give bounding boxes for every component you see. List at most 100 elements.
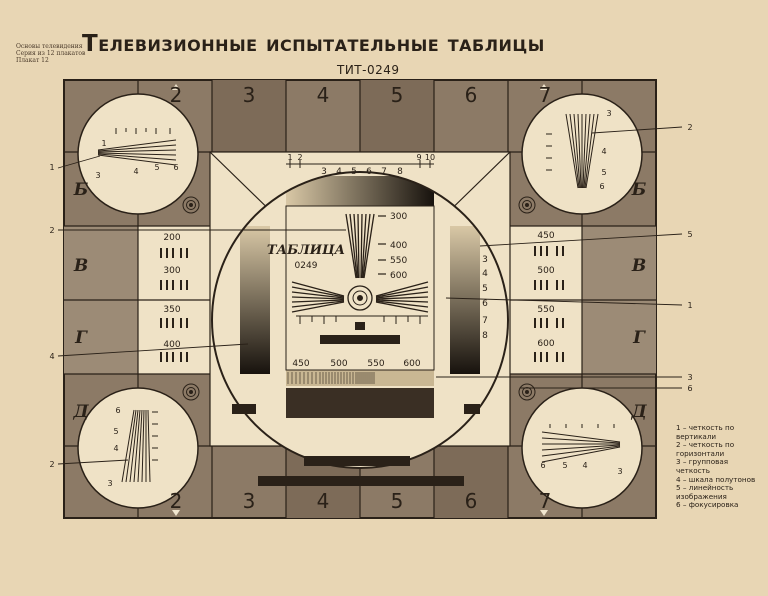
corner-wedge-bl [121, 409, 158, 483]
legend-item: 1 – четкость по вертикали [676, 423, 735, 441]
greyscale-number: 4 [336, 167, 342, 177]
vertical-scale-value: 600 [390, 271, 407, 281]
circle-number: 6 [540, 461, 545, 470]
side-number: 8 [482, 331, 488, 341]
series-line: Серия из 12 плакатов [16, 50, 86, 57]
circle-number: 5 [113, 427, 118, 436]
callout-number: 2 [49, 460, 54, 469]
circle-number: 4 [601, 147, 606, 156]
grid-number: 6 [465, 83, 478, 107]
vertical-wedge [345, 213, 375, 279]
side-number: 3 [482, 255, 488, 265]
callout-number: 5 [687, 230, 692, 239]
circle-number: 4 [582, 461, 587, 470]
circle-number: 3 [95, 171, 100, 180]
series-line: Плакат 12 [16, 57, 49, 64]
ruler-number: 9 [416, 153, 421, 162]
circle-number: 4 [113, 444, 118, 453]
horizontal-wedges [291, 281, 429, 313]
row-letter: В [631, 256, 646, 276]
grid-number: 5 [391, 489, 404, 513]
callout-lines [57, 126, 683, 465]
grid-number: 5 [391, 83, 404, 107]
table-label: ТАБЛИЦА [267, 243, 345, 258]
legend-item: 2 – четкость по горизонтали [676, 440, 735, 458]
circle-number: 6 [115, 406, 120, 415]
grid-number: 3 [243, 489, 256, 513]
side-number: 5 [482, 284, 488, 294]
horizontal-scale-value: 600 [403, 359, 420, 369]
panel-value: 300 [163, 266, 180, 276]
panel-value: 350 [163, 305, 180, 315]
corner-wedge-br [541, 424, 621, 463]
grid-number: 2 [170, 83, 183, 107]
row-letter: Г [632, 328, 646, 348]
side-number: 6 [482, 299, 488, 309]
top-ruler [286, 160, 434, 168]
triangle-markers [172, 84, 548, 516]
corner-wedge-tr [546, 113, 599, 189]
row-letter: Д [72, 402, 89, 422]
table-number: 0249 [295, 261, 318, 271]
panel-value: 550 [537, 305, 554, 315]
row-letter: Д [630, 402, 647, 422]
callout-number: 2 [49, 226, 54, 235]
big-circle [211, 171, 509, 469]
horizontal-scale-value: 500 [330, 359, 347, 369]
ruler-number: 10 [425, 153, 435, 162]
grid-number: 3 [243, 83, 256, 107]
grid-number: 7 [539, 83, 552, 107]
row-letter: Б [73, 180, 89, 200]
panel-value: 600 [537, 339, 554, 349]
greyscale-number: 5 [351, 167, 357, 177]
circle-number: 3 [617, 467, 622, 476]
circle-number: 5 [562, 461, 567, 470]
callout-number: 3 [687, 373, 692, 382]
corner-wedge-tl [97, 128, 177, 166]
ruler-number: 1 [287, 153, 292, 162]
focus-targets [182, 196, 536, 401]
greyscale-number: 8 [397, 167, 403, 177]
legend-item: 5 – линейность изображения [676, 483, 734, 501]
callout-number: 1 [49, 163, 54, 172]
panel-value: 450 [537, 231, 554, 241]
vertical-scale-value: 400 [390, 241, 407, 251]
greyscale-number: 3 [321, 167, 327, 177]
vertical-scale-value: 550 [390, 256, 407, 266]
greyscale-number: 7 [381, 167, 387, 177]
series-caption: Основы телевидения Серия из 12 плакатов … [16, 43, 86, 64]
grid-number: 6 [465, 489, 478, 513]
vertical-scale-value: 300 [390, 212, 407, 222]
centre-target [347, 285, 373, 311]
circle-number: 4 [133, 167, 138, 176]
row-letter: Г [74, 328, 88, 348]
series-line: Основы телевидения [16, 43, 83, 50]
circle-number: 6 [599, 182, 604, 191]
panel-value: 200 [163, 233, 180, 243]
callout-number: 6 [687, 384, 692, 393]
corner-circle-bl [77, 387, 199, 509]
callout-number: 1 [687, 301, 692, 310]
poster-title: Телевизионные испытательные таблицы [82, 31, 545, 57]
group-resolution-strip [287, 372, 375, 384]
circle-number: 3 [606, 109, 611, 118]
legend-item: 3 – групповая четкость [676, 457, 729, 475]
bottom-bars [258, 456, 464, 486]
horizontal-scale-value: 550 [367, 359, 384, 369]
circle-number: 5 [601, 168, 606, 177]
callout-number: 4 [49, 352, 54, 361]
horizontal-scale-value: 450 [292, 359, 309, 369]
grid-number: 7 [539, 489, 552, 513]
side-number: 4 [482, 269, 488, 279]
callout-number: 2 [687, 123, 692, 132]
row-letter: Б [631, 180, 647, 200]
circle-number: 5 [154, 163, 159, 172]
centre-ruler [296, 315, 428, 324]
ruler-number: 2 [297, 153, 302, 162]
legend: 1 – четкость по вертикали 2 – четкость п… [676, 423, 764, 510]
greyscale-number: 6 [366, 167, 372, 177]
panel-bars [160, 246, 564, 362]
row-letter: В [73, 256, 88, 276]
